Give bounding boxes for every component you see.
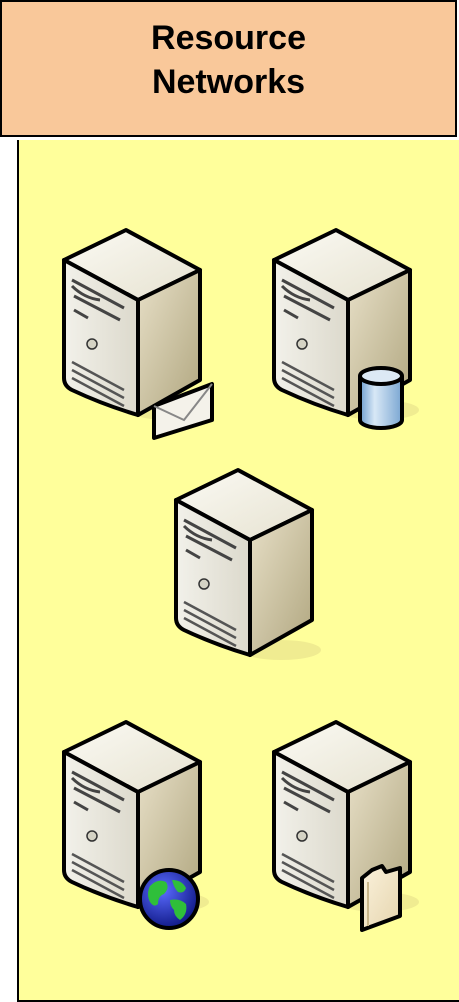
- mail-server-icon: [64, 230, 214, 440]
- panel-body: [17, 140, 459, 1002]
- server-tower-shape: [176, 470, 321, 660]
- database-icon: [356, 364, 406, 434]
- web-server-icon: [64, 722, 214, 932]
- panel-title: Resource Networks: [151, 16, 306, 104]
- folder-icon: [356, 856, 406, 936]
- globe-icon: [136, 866, 202, 932]
- envelope-icon: [150, 380, 220, 440]
- panel-header: Resource Networks: [0, 0, 457, 137]
- file-server-icon: [274, 722, 424, 932]
- database-server-icon: [274, 230, 424, 440]
- generic-server-icon: [176, 470, 326, 680]
